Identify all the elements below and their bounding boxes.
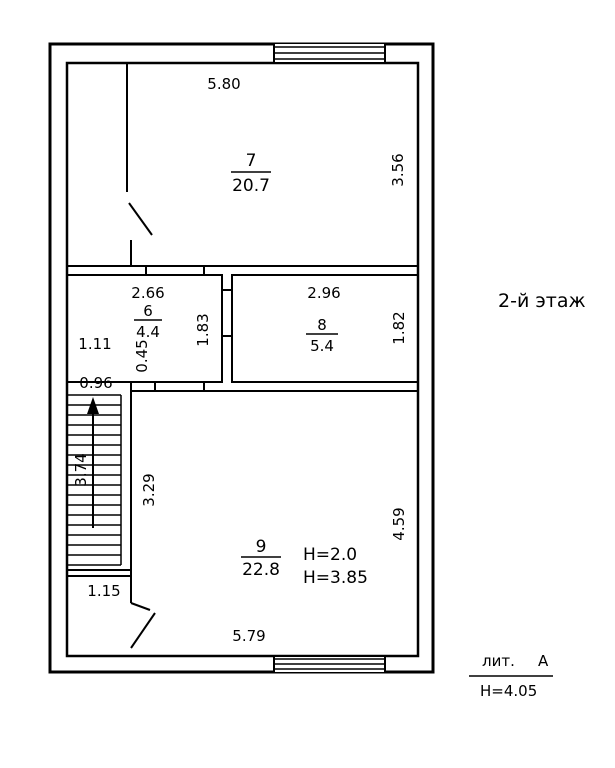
room-8-depth: 1.82 <box>390 311 408 344</box>
room-8-outline <box>231 274 419 383</box>
room-7-outline <box>66 62 419 267</box>
room-7-number: 7 <box>246 151 257 171</box>
stair-arrow-head <box>87 397 99 414</box>
stair-width-label: 0.96 <box>79 374 112 392</box>
room-9-side: 3.29 <box>140 473 158 506</box>
room-6-extra: 0.45 <box>133 339 151 372</box>
legend-lit-letter: А <box>538 652 549 670</box>
room-6-number: 6 <box>143 302 153 320</box>
stair-length-label: 3.74 <box>72 453 90 486</box>
room-9-area: 22.8 <box>242 560 280 580</box>
room-9-width: 5.79 <box>232 627 265 645</box>
room-7-area: 20.7 <box>232 176 270 196</box>
room-9-number: 9 <box>256 537 267 557</box>
room-8-width: 2.96 <box>307 284 340 302</box>
window-top <box>273 44 386 63</box>
legend-height: H=4.05 <box>480 682 537 700</box>
stair-bottom-label: 1.15 <box>87 582 120 600</box>
outer-wall-outer <box>48 42 435 674</box>
floor-title: 2-й этаж <box>498 290 586 312</box>
room-7-door <box>128 202 153 236</box>
room-9-depth: 4.59 <box>390 507 408 540</box>
room-9-door-frame <box>130 602 151 611</box>
room-9-outline <box>131 390 419 657</box>
room-9-height-2: H=3.85 <box>303 568 368 588</box>
room-9-door <box>130 612 156 649</box>
room-6-width: 2.66 <box>131 284 164 302</box>
window-bottom <box>273 656 386 672</box>
room-7-width: 5.80 <box>207 75 240 93</box>
legend-lit: лит. <box>482 652 515 670</box>
room-9-height-1: H=2.0 <box>303 545 357 565</box>
room-6-depth: 1.83 <box>194 313 212 346</box>
stair-landing-label: 1.11 <box>78 335 111 353</box>
room-6-outline <box>66 274 223 383</box>
room-6-area: 4.4 <box>136 323 160 341</box>
room-7-depth: 3.56 <box>389 153 407 186</box>
room-8-area: 5.4 <box>310 337 334 355</box>
room-8-number: 8 <box>317 316 327 334</box>
